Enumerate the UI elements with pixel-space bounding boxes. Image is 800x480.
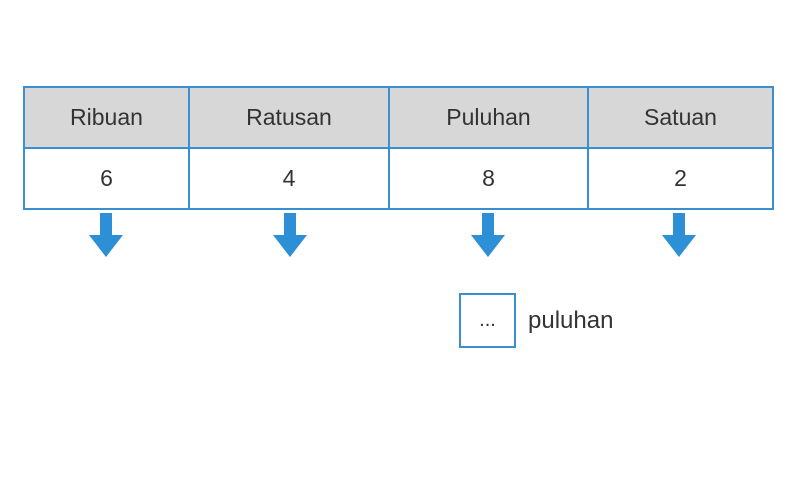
arrow-down-icon [89, 213, 123, 257]
header-satuan: Satuan [587, 86, 774, 149]
header-row: Ribuan Ratusan Puluhan Satuan [23, 86, 774, 149]
header-ratusan: Ratusan [188, 86, 390, 149]
header-ribuan: Ribuan [23, 86, 190, 149]
digit-ribuan: 6 [23, 147, 190, 210]
digit-puluhan: 8 [388, 147, 589, 210]
place-value-table: Ribuan Ratusan Puluhan Satuan 6 4 8 2 [23, 86, 774, 210]
digit-ratusan: 4 [188, 147, 390, 210]
arrow-down-icon [662, 213, 696, 257]
answer-unit-label: puluhan [528, 307, 614, 334]
digit-row: 6 4 8 2 [23, 147, 774, 210]
answer-box[interactable]: ... [459, 293, 516, 348]
arrow-down-icon [273, 213, 307, 257]
digit-satuan: 2 [587, 147, 774, 210]
arrow-down-icon [471, 213, 505, 257]
header-puluhan: Puluhan [388, 86, 589, 149]
